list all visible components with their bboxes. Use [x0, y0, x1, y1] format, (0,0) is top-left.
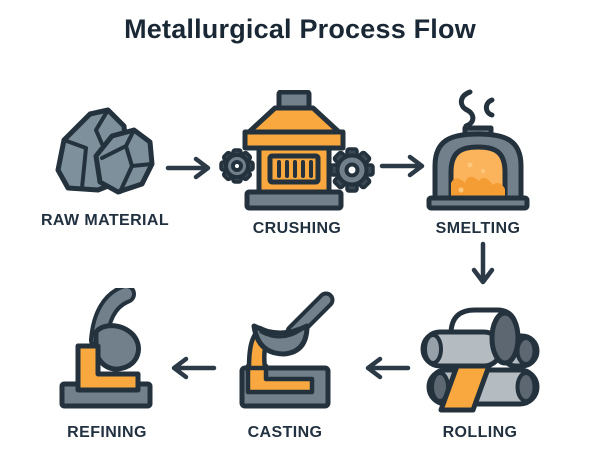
rocks-icon [55, 107, 155, 195]
arrow-crushing-to-smelting [378, 153, 430, 179]
rolling-mill-icon [420, 307, 540, 413]
arrow-casting-to-refining [166, 355, 218, 381]
step-label-raw-material: RAW MATERIAL [40, 212, 170, 229]
step-label-smelting: SMELTING [435, 220, 521, 237]
arrow-raw-material-to-crushing [164, 155, 216, 181]
step-smelting: SMELTING [413, 88, 543, 238]
step-label-rolling: ROLLING [442, 424, 518, 441]
refining-converter-icon [59, 288, 153, 409]
step-label-refining: REFINING [67, 424, 147, 441]
step-rolling: ROLLING [415, 292, 545, 442]
step-casting: CASTING [220, 288, 350, 442]
arrow-rolling-to-casting [360, 355, 412, 381]
arrow-smelting-to-rolling [470, 240, 496, 290]
furnace-icon [426, 89, 530, 211]
diagram-title: Metallurgical Process Flow [124, 14, 476, 44]
step-refining: REFINING [42, 288, 172, 442]
step-label-casting: CASTING [247, 424, 323, 441]
crusher-icon [219, 90, 375, 211]
pouring-ladle-icon [239, 291, 335, 409]
step-crushing: CRUSHING [219, 90, 375, 238]
step-raw-material: RAW MATERIAL [40, 98, 170, 230]
step-label-crushing: CRUSHING [252, 220, 342, 237]
